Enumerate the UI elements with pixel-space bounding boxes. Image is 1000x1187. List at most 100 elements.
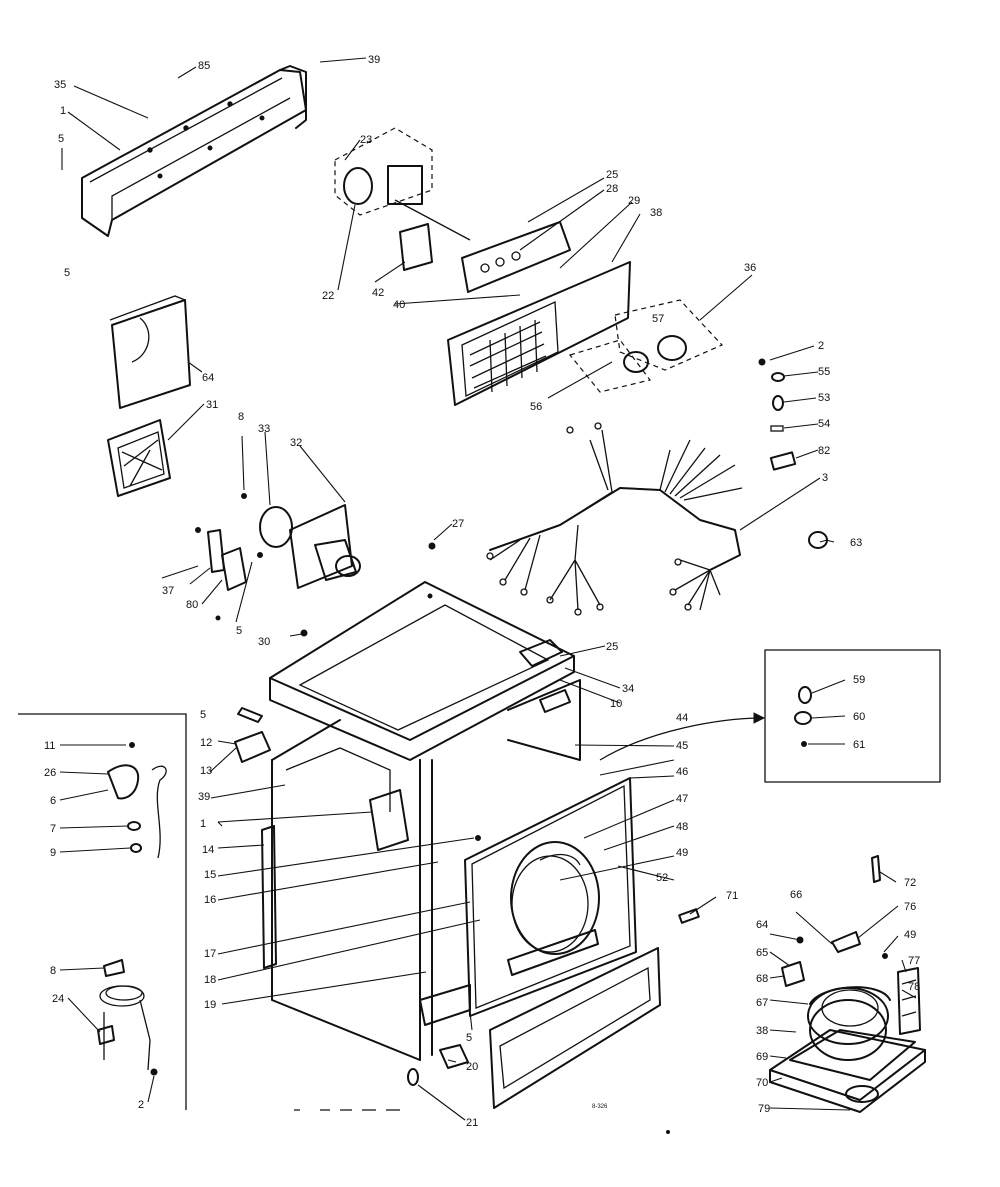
callout-35: 35 (54, 79, 66, 91)
small-fasteners-drawing (758, 358, 828, 549)
callout-76: 76 (904, 901, 916, 913)
callout-34: 34 (622, 683, 634, 695)
callout-27: 27 (452, 518, 464, 530)
callout-69: 69 (756, 1051, 768, 1063)
callout-66: 66 (790, 889, 802, 901)
callout-8: 8 (238, 411, 244, 423)
callout-60: 60 (853, 711, 865, 723)
callout-5c: 5 (64, 267, 70, 279)
callout-36: 36 (744, 262, 756, 274)
callout-10: 10 (610, 698, 622, 710)
callout-20: 20 (466, 1061, 478, 1073)
callout-22: 22 (322, 290, 334, 302)
fan-bracket-drawing (107, 295, 191, 497)
callout-37: 37 (162, 585, 174, 597)
cabinet-body-drawing (261, 679, 581, 1061)
callout-2b: 2 (138, 1099, 144, 1111)
callout-64: 64 (202, 372, 214, 384)
callout-40: 40 (393, 299, 405, 311)
callout-61: 61 (853, 739, 865, 751)
callout-78: 78 (908, 981, 920, 993)
toe-panel-drawing (489, 947, 661, 1109)
top-bracket-drawing (81, 65, 307, 237)
callout-68: 68 (756, 973, 768, 985)
callout-77: 77 (908, 955, 920, 967)
callout-47: 47 (676, 793, 688, 805)
callout-12: 12 (200, 737, 212, 749)
callout-11: 11 (44, 740, 55, 752)
callout-8b: 8 (50, 965, 56, 977)
callout-32: 32 (290, 437, 302, 449)
callout-5f: 1 (200, 818, 206, 830)
callout-28: 28 (606, 183, 618, 195)
callout-26: 26 (44, 767, 56, 779)
callout-5e: 5 (200, 709, 206, 721)
callout-55: 55 (818, 366, 830, 378)
callout-13: 13 (200, 765, 212, 777)
callout-16: 16 (204, 894, 216, 906)
callout-24: 24 (52, 993, 64, 1005)
callout-38: 38 (650, 207, 662, 219)
callout-63: 63 (850, 537, 862, 549)
callout-53: 53 (818, 392, 830, 404)
callout-52: 52 (656, 872, 668, 884)
callout-49: 49 (676, 847, 688, 859)
callout-3: 3 (822, 472, 828, 484)
callout-25: 25 (606, 169, 618, 181)
callout-17: 17 (204, 948, 216, 960)
callout-5: 5 (58, 133, 64, 145)
cabinet-fasteners-drawing (234, 707, 700, 1086)
callout-5b: 5 (466, 1032, 472, 1044)
callout-30: 30 (258, 636, 270, 648)
callout-72: 72 (904, 877, 916, 889)
callout-5d: 5 (236, 625, 242, 637)
callout-59: 59 (853, 674, 865, 686)
callout-56: 56 (530, 401, 542, 413)
callout-44: 44 (676, 712, 688, 724)
callout-79: 79 (758, 1103, 770, 1115)
callout-23: 23 (360, 134, 372, 146)
callout-6: 6 (50, 795, 56, 807)
callout-38b: 38 (756, 1025, 768, 1037)
callout-19: 19 (204, 999, 216, 1011)
callout-82: 82 (818, 445, 830, 457)
callout-85: 85 (198, 60, 210, 72)
scan-marks (294, 1109, 670, 1134)
callout-57: 57 (652, 313, 664, 325)
callout-25b: 25 (606, 641, 618, 653)
wiring-harness-drawing (486, 422, 743, 616)
callout-15: 15 (204, 869, 216, 881)
callout-64b: 64 (756, 919, 768, 931)
detail-inset-59-61 (599, 649, 941, 783)
footer-code: 8-326 (592, 1104, 608, 1110)
callout-48: 48 (676, 821, 688, 833)
callout-labels: 85 39 35 1 5 23 25 28 29 38 22 42 40 36 … (44, 54, 920, 1129)
callout-49b: 49 (904, 929, 916, 941)
callout-45: 45 (676, 740, 688, 752)
timer-assembly-drawing (334, 127, 571, 293)
callout-14: 14 (202, 844, 214, 856)
callout-67: 67 (756, 997, 768, 1009)
front-panel-drawing (419, 777, 637, 1026)
callout-18: 18 (204, 974, 216, 986)
pump-motor-drawing (195, 493, 361, 621)
base-assembly-drawing (769, 855, 926, 1113)
callout-54: 54 (818, 418, 830, 430)
callout-80: 80 (186, 599, 198, 611)
callout-1: 1 (60, 105, 66, 117)
callout-71: 71 (726, 890, 738, 902)
callout-31: 31 (206, 399, 218, 411)
leader-lines (59, 57, 917, 1121)
callout-7: 7 (50, 823, 56, 835)
callout-29: 29 (628, 195, 640, 207)
callout-39: 39 (368, 54, 380, 66)
callout-33: 33 (258, 423, 270, 435)
callout-2: 2 (818, 340, 824, 352)
power-cord-drawing (97, 959, 158, 1076)
callout-46: 46 (676, 766, 688, 778)
control-panel-drawing (447, 261, 724, 406)
callout-42: 42 (372, 287, 384, 299)
callout-65: 65 (756, 947, 768, 959)
cabinet-top-drawing (269, 542, 575, 761)
